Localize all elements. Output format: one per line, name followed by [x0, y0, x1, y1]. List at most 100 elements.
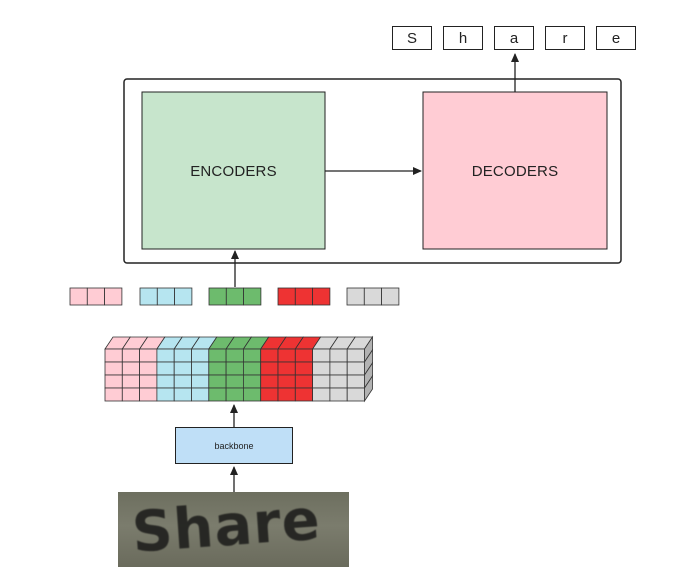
feature-map-cell — [139, 387, 158, 402]
sequence-cell — [363, 287, 382, 306]
feature-map-cell — [294, 387, 313, 402]
output-char: a — [509, 29, 519, 47]
feature-map-cell — [242, 348, 262, 363]
feature-map-cell — [156, 348, 175, 363]
feature-map-cell — [191, 361, 210, 376]
sequence-cell — [346, 287, 365, 306]
feature-map-cell — [225, 374, 244, 389]
output-char-box: h — [443, 26, 483, 50]
feature-map-cell — [329, 361, 348, 376]
feature-map-cell — [225, 348, 244, 363]
feature-map-cell — [294, 361, 313, 376]
sequence-cell — [381, 287, 400, 306]
feature-map-cell — [294, 348, 313, 363]
output-char: h — [458, 29, 468, 47]
feature-map-cell — [121, 348, 141, 363]
feature-map-cell — [191, 387, 210, 402]
feature-map-cell — [104, 374, 123, 389]
feature-map-cell — [260, 387, 279, 402]
input-text-image: Share — [118, 492, 349, 567]
feature-map-cell — [277, 374, 296, 389]
feature-map-cell — [208, 348, 227, 363]
output-char-box: r — [545, 26, 585, 50]
feature-map-cell — [346, 374, 365, 389]
feature-map-cell — [139, 361, 158, 376]
output-char: S — [406, 29, 417, 47]
sequence-group — [277, 287, 331, 306]
input-image-word: Share — [129, 492, 323, 566]
output-char: r — [562, 29, 568, 47]
decoders-block — [422, 91, 608, 250]
encoders-label: ENCODERS — [190, 163, 277, 180]
sequence-cell — [208, 287, 227, 306]
output-char-box: a — [494, 26, 534, 50]
feature-map-cell — [173, 348, 192, 363]
feature-map-cell — [139, 374, 158, 389]
decoders-label: DECODERS — [471, 163, 559, 180]
feature-map-cell — [121, 387, 141, 402]
backbone-label: backbone — [214, 440, 254, 451]
feature-map-cell — [104, 348, 123, 363]
feature-map-cell — [173, 361, 192, 376]
feature-map-cell — [242, 374, 262, 389]
feature-map-cell — [208, 387, 227, 402]
feature-map-cell — [173, 374, 192, 389]
feature-map-cell — [173, 387, 192, 402]
feature-map-cell — [260, 361, 279, 376]
feature-map-cell — [260, 374, 279, 389]
feature-map-cell — [329, 374, 348, 389]
feature-map-cell — [156, 374, 175, 389]
feature-map-cell — [242, 361, 262, 376]
feature-map-cell — [104, 387, 123, 402]
feature-map — [104, 335, 374, 403]
sequence-group — [139, 287, 193, 306]
feature-map-cell — [329, 348, 348, 363]
sequence-cell — [104, 287, 123, 306]
feature-map-cell — [104, 361, 123, 376]
sequence-cell — [156, 287, 176, 306]
feature-map-cell — [242, 387, 262, 402]
feature-map-cell — [260, 348, 279, 363]
output-char: e — [611, 29, 621, 47]
feature-map-cell — [191, 348, 210, 363]
feature-map-cell — [346, 361, 365, 376]
sequence-cell — [86, 287, 106, 306]
feature-map-cell — [121, 361, 141, 376]
feature-map-cell — [191, 374, 210, 389]
output-char-box: e — [596, 26, 636, 50]
sequence-cell — [69, 287, 88, 306]
sequence-cell — [294, 287, 313, 306]
feature-map-cell — [225, 387, 244, 402]
sequence-cell — [243, 287, 262, 306]
encoders-block — [141, 91, 326, 250]
sequence-group — [346, 287, 400, 306]
sequence-group — [208, 287, 262, 306]
feature-map-cell — [156, 361, 175, 376]
feature-map-cell — [294, 374, 313, 389]
backbone-block: backbone — [175, 427, 293, 464]
feature-map-cell — [277, 361, 296, 376]
feature-map-cell — [139, 348, 158, 363]
feature-map-cell — [312, 374, 331, 389]
feature-map-cell — [346, 387, 365, 402]
feature-map-cell — [312, 361, 331, 376]
feature-sequence — [69, 287, 400, 306]
sequence-cell — [312, 287, 331, 306]
feature-map-cell — [346, 348, 365, 363]
feature-map-cell — [156, 387, 175, 402]
sequence-group — [69, 287, 123, 306]
sequence-cell — [277, 287, 296, 306]
transformer-frame — [123, 78, 622, 264]
sequence-cell — [139, 287, 158, 306]
feature-map-cell — [208, 361, 227, 376]
feature-map-cell — [277, 387, 296, 402]
output-char-box: S — [392, 26, 432, 50]
feature-map-cell — [329, 387, 348, 402]
sequence-cell — [174, 287, 193, 306]
feature-map-cell — [312, 387, 331, 402]
feature-map-cell — [121, 374, 141, 389]
feature-map-cell — [277, 348, 296, 363]
sequence-cell — [225, 287, 245, 306]
feature-map-cell — [312, 348, 331, 363]
